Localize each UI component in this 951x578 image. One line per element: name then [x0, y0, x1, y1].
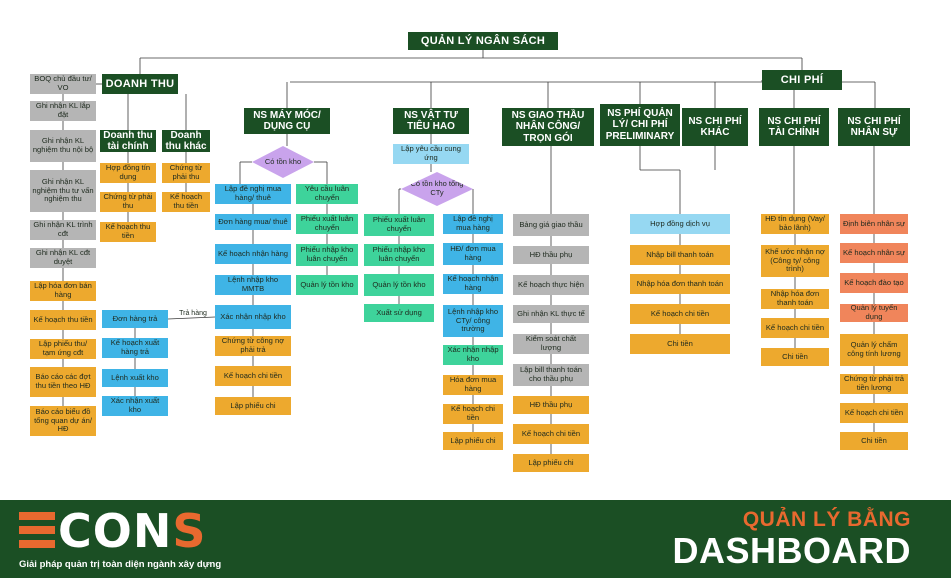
node-mm-xac-nhan-xuat: Xác nhận xuất kho: [102, 396, 168, 416]
node-ns-ke-hoach-ns: Kế hoạch nhân sự: [840, 243, 908, 263]
node-mm-lap-de-nghi: Lập đề nghị mua hàng/ thuê: [215, 184, 291, 204]
node-mm-lenh-nhap: Lệnh nhập kho MMTB: [215, 275, 291, 295]
node-ns-may-moc: NS MÁY MÓC/ DỤNG CỤ: [244, 108, 330, 134]
node-ns-giao-thau: NS GIAO THẦU NHÂN CÔNG/ TRỌN GÓI: [502, 108, 594, 146]
node-ql-ke-hoach-chi: Kế hoạch chi tiền: [630, 304, 730, 324]
node-ns-dinh-bien: Định biên nhân sự: [840, 214, 908, 234]
node-dt-boq: BOQ chủ đầu tư/ VO: [30, 74, 96, 94]
node-vt-quan-ly-ton: Quản lý tồn kho: [364, 274, 434, 296]
node-mm-quan-ly-ton: Quản lý tồn kho: [296, 275, 358, 295]
node-mm-ke-hoach-nhan: Kế hoạch nhận hàng: [215, 244, 291, 264]
node-ns-ke-hoach-chi: Kế hoạch chi tiền: [840, 403, 908, 423]
node-dt-tai-chinh: Doanh thu tài chính: [100, 130, 156, 152]
node-gt-hd-thau-phu-2: HĐ thầu phụ: [513, 396, 589, 414]
econs-logo-text: CONS: [58, 504, 207, 558]
node-ql-chi-tien: Chi tiền: [630, 334, 730, 354]
node-dt-khac: Doanh thu khác: [162, 130, 210, 152]
node-mm-xac-nhan: Xác nhận nhập kho: [215, 305, 291, 329]
node-doanh-thu: DOANH THU: [102, 74, 178, 94]
node-tcp-hd-tin-dung: HĐ tín dụng (Vay/ bảo lãnh): [761, 214, 829, 234]
connector-line: [167, 316, 216, 320]
node-vt-lap-de-nghi: Lập đề nghị mua hàng: [443, 214, 503, 234]
node-ns-chi-tien: Chi tiền: [840, 432, 908, 450]
node-chi-phi: CHI PHÍ: [762, 70, 842, 90]
node-dt-kl-nghiem-thu-noi-bo: Ghi nhận KL nghiệm thu nội bộ: [30, 130, 96, 162]
node-gt-lap-bill: Lập bill thanh toán cho thầu phụ: [513, 364, 589, 386]
node-tcp-ke-hoach-chi: Kế hoạch chi tiền: [761, 318, 829, 338]
node-gt-lap-phieu-chi: Lập phiếu chi: [513, 454, 589, 472]
node-dt-kl-cdt-duyet: Ghi nhận KL cđt duyệt: [30, 248, 96, 268]
budget-flow-diagram: QUẢN LÝ NGÂN SÁCH DOANH THU CHI PHÍ Doanh t…: [30, 32, 910, 472]
node-gt-ghi-nhan-kl: Ghi nhận KL thực tế: [513, 305, 589, 323]
node-k-ke-hoach: Kế hoạch thu tiền: [162, 192, 210, 212]
node-ns-chung-tu-luong: Chứng từ phải trả tiền lương: [840, 374, 908, 394]
node-gt-kiem-soat: Kiểm soát chất lượng: [513, 334, 589, 354]
node-tc-ke-hoach: Kế hoạch thu tiền: [100, 222, 156, 242]
node-ns-quan-ly-tuyen: Quản lý tuyển dụng: [840, 303, 908, 322]
node-mm-don-hang: Đơn hàng mua/ thuê: [215, 214, 291, 230]
node-ns-nhan-su: NS CHI PHÍ NHÂN SỰ: [838, 108, 910, 146]
node-dt-kl-trinh-cdt: Ghi nhận KL trình cđt: [30, 220, 96, 240]
node-ql-hop-dong: Hợp đồng dịch vụ: [630, 214, 730, 234]
node-mm-tra-hang-label: Trả hàng: [179, 309, 207, 317]
node-mm-lap-phieu-chi: Lập phiếu chi: [215, 397, 291, 415]
node-vt-lap-yeu-cau: Lập yêu cầu cung ứng: [393, 144, 469, 164]
node-tcp-khe-uoc: Khế ước nhận nợ (Công ty/ công trình): [761, 245, 829, 277]
node-dt-kl-lap-dat: Ghi nhận KL lắp đặt: [30, 101, 96, 121]
node-mm-ke-hoach-chi: Kế hoạch chi tiền: [215, 366, 291, 386]
node-tcp-nhap-hoa-don: Nhập hóa đơn thanh toán: [761, 289, 829, 309]
node-root: QUẢN LÝ NGÂN SÁCH: [408, 32, 558, 50]
node-mm-yeu-cau-luan: Yêu cầu luân chuyển: [296, 184, 358, 204]
node-ql-nhap-hoa-don: Nhập hóa đơn thanh toán: [630, 274, 730, 294]
node-mm-chung-tu: Chứng từ công nợ phải trả: [215, 336, 291, 356]
node-dt-kl-tu-van: Ghi nhận KL nghiệm thu tư vấn nghiệm thu: [30, 170, 96, 212]
node-ns-ke-hoach-dao-tao: Kế hoạch đào tạo: [840, 273, 908, 293]
node-tc-hop-dong: Hợp đồng tín dụng: [100, 163, 156, 183]
node-dt-ke-hoach-thu: Kế hoạch thu tiền: [30, 310, 96, 330]
node-ns-vat-tu: NS VẬT TƯ TIÊU HAO: [393, 108, 469, 134]
node-vt-ke-hoach-nhan: Kế hoạch nhận hàng: [443, 274, 503, 294]
node-ql-nhap-bill: Nhập bill thanh toán: [630, 245, 730, 265]
node-dt-bao-cao-bieu-do: Báo cáo biểu đồ tổng quan dự án/ HĐ: [30, 406, 96, 436]
node-vt-hoa-don-mua: Hóa đơn mua hàng: [443, 375, 503, 395]
node-ns-chi-phi-khac: NS CHI PHÍ KHÁC: [682, 108, 748, 146]
node-vt-hd-don-mua: HĐ/ đơn mua hàng: [443, 243, 503, 265]
node-tcp-chi-tien: Chi tiền: [761, 348, 829, 366]
node-ns-tai-chinh: NS CHI PHÍ TÀI CHÍNH: [759, 108, 829, 146]
node-gt-ke-hoach-thuc-hien: Kế hoạch thực hiện: [513, 275, 589, 295]
node-ns-quan-ly-cham-cong: Quản lý chấm công tính lương: [840, 334, 908, 366]
node-vt-xuat-su-dung: Xuất sử dụng: [364, 304, 434, 322]
node-tc-chung-tu: Chứng từ phải thu: [100, 192, 156, 212]
node-dt-bao-cao-dot-thu: Báo cáo các đợt thu tiền theo HĐ: [30, 367, 96, 397]
node-vt-phieu-nhap-luan: Phiếu nhập kho luân chuyển: [364, 244, 434, 266]
dashboard-title: DASHBOARD: [672, 530, 911, 571]
node-vt-lenh-nhap: Lệnh nhập kho CTy/ công trường: [443, 305, 503, 337]
node-vt-lap-phieu-chi: Lập phiếu chi: [443, 432, 503, 450]
node-mm-ke-hoach-xuat-tra: Kế hoạch xuất hàng trả: [102, 338, 168, 358]
node-mm-phieu-xuat-luan: Phiếu xuất luân chuyển: [296, 214, 358, 234]
node-k-chung-tu: Chứng từ phải thu: [162, 163, 210, 183]
node-vt-xac-nhan: Xác nhận nhập kho: [443, 345, 503, 365]
footer-banner: CONS Giải pháp quản trị toàn diện ngành …: [0, 500, 951, 578]
node-gt-bang-gia: Bảng giá giao thầu: [513, 214, 589, 236]
node-gt-hd-thau-phu: HĐ thầu phụ: [513, 246, 589, 264]
node-ns-quan-ly: NS PHÍ QUẢN LÝ/ CHI PHÍ PRELIMINARY: [600, 104, 680, 146]
node-dt-lap-hoa-don: Lập hóa đơn bán hàng: [30, 281, 96, 301]
node-dt-phieu-thu: Lập phiếu thu/ tạm ứng cđt: [30, 339, 96, 359]
dashboard-subtitle: QUẢN LÝ BẰNG: [742, 508, 911, 531]
logo-tagline: Giải pháp quản trị toàn diện ngành xây d…: [19, 559, 222, 570]
node-mm-lenh-xuat: Lệnh xuất kho: [102, 369, 168, 387]
node-vt-phieu-xuat-luan: Phiếu xuất luân chuyển: [364, 214, 434, 236]
node-vt-ke-hoach-chi: Kế hoạch chi tiền: [443, 404, 503, 424]
node-gt-ke-hoach-chi: Kế hoạch chi tiền: [513, 424, 589, 444]
node-mm-don-hang-tra: Đơn hàng trả: [102, 310, 168, 328]
node-mm-phieu-nhap-luan: Phiếu nhập kho luân chuyển: [296, 244, 358, 266]
